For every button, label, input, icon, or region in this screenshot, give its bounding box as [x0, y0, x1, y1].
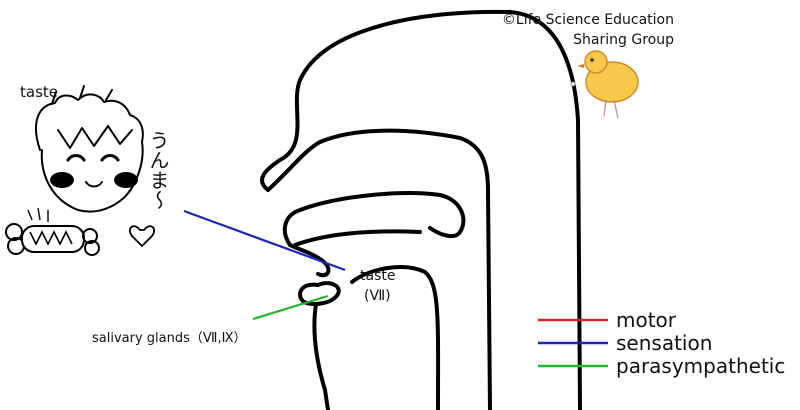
upper-lip-outline: [288, 243, 331, 278]
chin-outline: [312, 302, 330, 410]
lower-lip-outline: [298, 281, 341, 306]
legend-label-motor: motor: [616, 308, 677, 332]
nasal-cavity-outline: [266, 128, 492, 410]
legend-label-sensation: sensation: [616, 331, 712, 355]
copyright-line-1: ©Life Science Education: [502, 12, 674, 28]
parasympathetic-pointer-line: [252, 294, 329, 321]
soft-palate-outline: [293, 229, 422, 247]
heart-icon: [128, 225, 156, 248]
boy-eating-face-icon: [35, 85, 144, 213]
chick-icon: [570, 50, 639, 119]
blush-left-icon: [50, 172, 74, 188]
blush-right-icon: [114, 172, 138, 188]
taste-tongue-label: taste: [360, 268, 395, 284]
tongue-outline: [350, 265, 441, 410]
outer-head-outline: [260, 9, 582, 410]
exclamation-label: うんま〜: [146, 130, 170, 210]
legend-label-parasympathetic: parasympathetic: [616, 354, 785, 378]
sensation-pointer-line: [183, 209, 346, 272]
bone-food-icon: [5, 207, 100, 256]
head-cross-section: [260, 9, 582, 410]
taste-corner-label: taste: [20, 83, 58, 101]
copyright-line-2: Sharing Group: [573, 32, 674, 48]
palate-outline: [282, 191, 466, 247]
salivary-glands-label: salivary glands（Ⅶ,Ⅸ）: [92, 331, 247, 346]
taste-nerve-label: (Ⅶ): [364, 288, 391, 304]
